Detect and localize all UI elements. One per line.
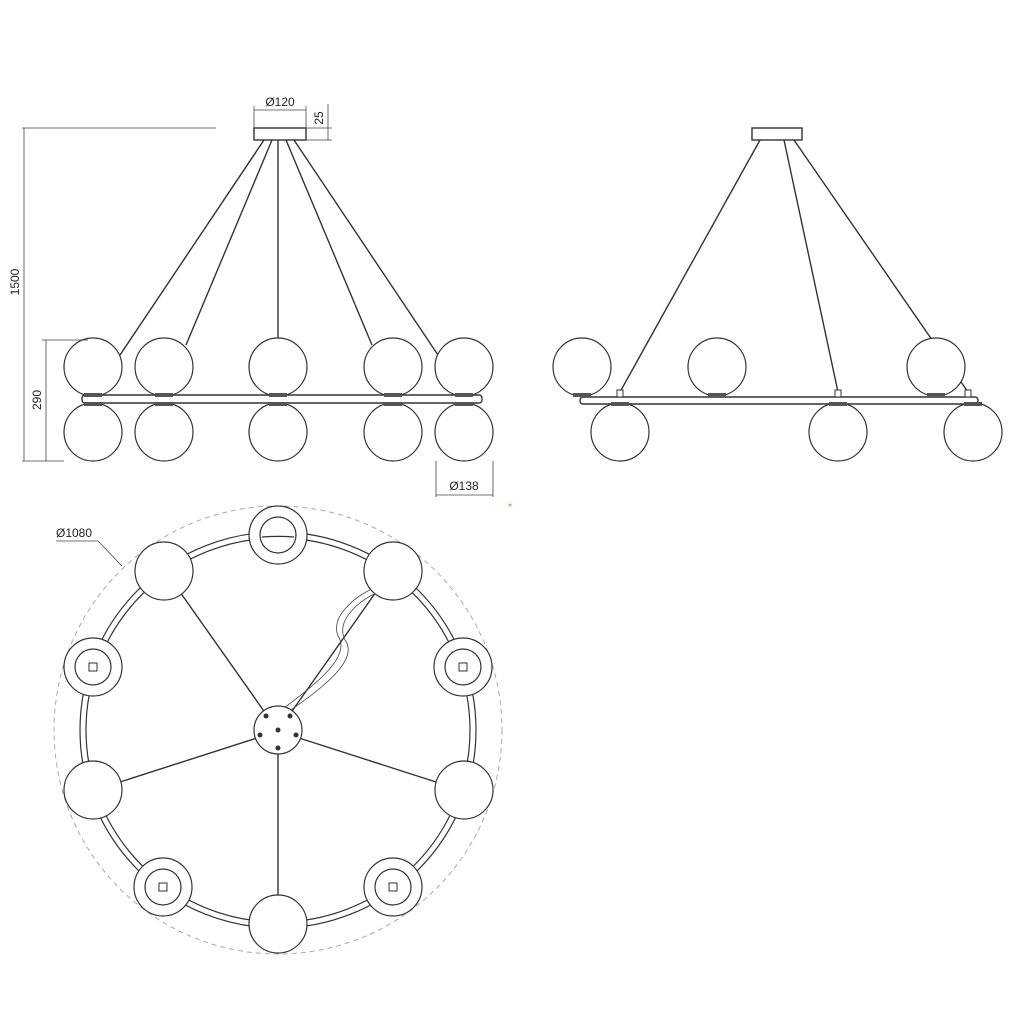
top-upper-globes bbox=[63, 541, 494, 954]
top-view: Ø1080 bbox=[53, 505, 503, 955]
canopy-screws bbox=[257, 713, 299, 751]
dim-canopy-height: 25 bbox=[306, 104, 332, 141]
globe-diameter-label: Ø138 bbox=[449, 479, 479, 493]
front-upper-globes bbox=[63, 337, 494, 397]
front-lower-globes bbox=[63, 402, 494, 462]
side-globe-holders bbox=[573, 393, 982, 406]
top-suspension-rods bbox=[119, 591, 437, 896]
canopy-diameter-label: Ø120 bbox=[265, 95, 295, 109]
dim-overall-diameter: Ø1080 bbox=[56, 526, 123, 567]
dim-total-height: 1500 bbox=[8, 127, 216, 462]
body-height-label: 290 bbox=[30, 390, 44, 410]
side-upper-globes bbox=[552, 337, 966, 397]
side-ring-bar bbox=[579, 396, 979, 405]
side-rod-joints bbox=[616, 389, 972, 398]
front-globe-holders bbox=[84, 393, 473, 406]
side-canopy bbox=[751, 127, 803, 141]
side-lower-globes bbox=[590, 402, 1003, 462]
power-cable bbox=[287, 591, 379, 713]
stray-mark bbox=[508, 503, 512, 507]
total-height-label: 1500 bbox=[8, 268, 22, 295]
dim-globe-diameter: Ø138 bbox=[435, 461, 494, 497]
front-suspension-rods bbox=[117, 139, 441, 359]
overall-diameter-label: Ø1080 bbox=[56, 526, 92, 540]
front-canopy bbox=[253, 127, 307, 141]
front-view: Ø120 25 1500 290 Ø138 bbox=[8, 95, 494, 497]
side-view bbox=[552, 127, 1003, 462]
top-lower-globes bbox=[63, 505, 493, 917]
dim-canopy-diameter: Ø120 bbox=[253, 95, 307, 128]
canopy-height-label: 25 bbox=[312, 111, 326, 125]
dim-body-height: 290 bbox=[30, 339, 88, 461]
